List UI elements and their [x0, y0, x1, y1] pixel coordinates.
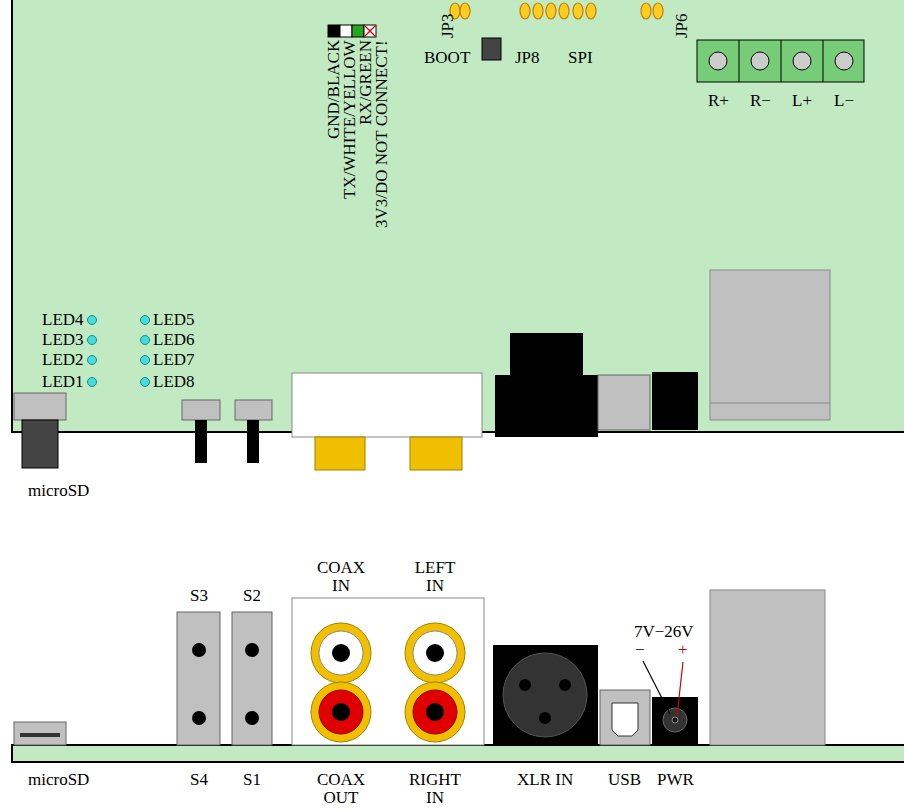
part-label: SPI — [568, 49, 593, 67]
xlr-jack — [493, 645, 598, 745]
part-label: LED2 — [42, 351, 84, 369]
speaker-terminal — [697, 40, 864, 82]
plus-leader — [677, 662, 683, 716]
part-label: S3 — [190, 587, 208, 605]
boot-button — [482, 38, 501, 60]
module-line — [710, 403, 830, 404]
gnd-pin — [328, 25, 340, 37]
pcb-top — [12, 0, 904, 432]
switch-body — [182, 400, 220, 420]
part-label: XLR IN — [517, 771, 573, 789]
xlr-pins — [519, 679, 571, 724]
part-label: L+ — [792, 92, 812, 110]
power-jack-top — [652, 372, 698, 430]
terminal-dividers — [739, 40, 823, 82]
part-label: COAX IN — [312, 559, 370, 595]
part-label: RX/GREEN — [358, 40, 374, 125]
part-label: microSD — [28, 482, 89, 500]
part-label: S2 — [243, 587, 261, 605]
header-pins — [450, 3, 663, 19]
part-label: 7V−26V — [634, 623, 694, 641]
part-label: R+ — [708, 92, 729, 110]
pcb-edge — [12, 745, 904, 762]
microsd-card — [22, 420, 58, 468]
part-label: COAX OUT — [312, 771, 370, 807]
grey-module — [710, 270, 830, 420]
tx-pin — [340, 25, 352, 37]
rx-pin — [352, 25, 364, 37]
xlr-face — [503, 653, 587, 737]
rca-block — [292, 373, 482, 437]
part-label: PWR — [657, 771, 694, 789]
switch-side — [232, 612, 272, 745]
part-label: − — [635, 641, 645, 659]
minus-leader — [643, 661, 670, 714]
xlr-top — [495, 375, 598, 437]
part-label: microSD — [28, 771, 89, 789]
part-label: LED4 — [42, 311, 84, 329]
microsd-slot — [20, 733, 60, 737]
part-label: LED3 — [42, 331, 84, 349]
part-label: S4 — [190, 771, 208, 789]
part-label: LED7 — [153, 351, 195, 369]
usb-port — [612, 703, 638, 736]
part-label: JP3 — [440, 13, 456, 38]
rca-jacks — [311, 623, 465, 742]
part-label: JP6 — [674, 13, 690, 38]
part-label: JP8 — [515, 49, 540, 67]
part-label: + — [678, 641, 688, 659]
power-jack — [652, 697, 698, 745]
part-label: USB — [608, 771, 641, 789]
power-pin — [672, 717, 678, 723]
part-label: 3V3/DO NOT CONNECT! — [374, 40, 390, 228]
part-label: L− — [834, 92, 854, 110]
part-label: R− — [750, 92, 771, 110]
do-not-connect-cross — [365, 26, 375, 36]
part-label: LED1 — [42, 373, 84, 391]
switch-plunger — [195, 420, 207, 463]
usb-side — [600, 690, 650, 745]
part-label: LED8 — [153, 373, 195, 391]
rca-jack — [410, 437, 462, 470]
part-label: LED5 — [153, 311, 195, 329]
xlr-top — [510, 333, 583, 378]
v33-pin — [364, 25, 376, 37]
switch-body — [235, 400, 272, 420]
switch-side — [177, 612, 220, 745]
terminal-screws — [709, 52, 853, 70]
part-label: LEFT IN — [406, 559, 464, 595]
part-label: TX/WHITE/YELLOW — [342, 40, 358, 199]
microsd-holder — [14, 393, 66, 420]
part-label: RIGHT IN — [406, 771, 464, 807]
switch-plunger — [247, 420, 259, 463]
rca-block-side — [292, 598, 484, 745]
part-label: LED6 — [153, 331, 195, 349]
usb-top — [598, 375, 650, 430]
part-label: BOOT — [424, 49, 470, 67]
rca-jack — [315, 437, 365, 470]
leds — [88, 316, 150, 387]
microsd-side — [14, 722, 66, 745]
part-label: S1 — [243, 771, 261, 789]
power-socket — [663, 708, 687, 732]
switch-buttons — [192, 643, 259, 725]
grey-module-side — [710, 590, 825, 745]
part-label: GND/BLACK — [326, 40, 342, 139]
